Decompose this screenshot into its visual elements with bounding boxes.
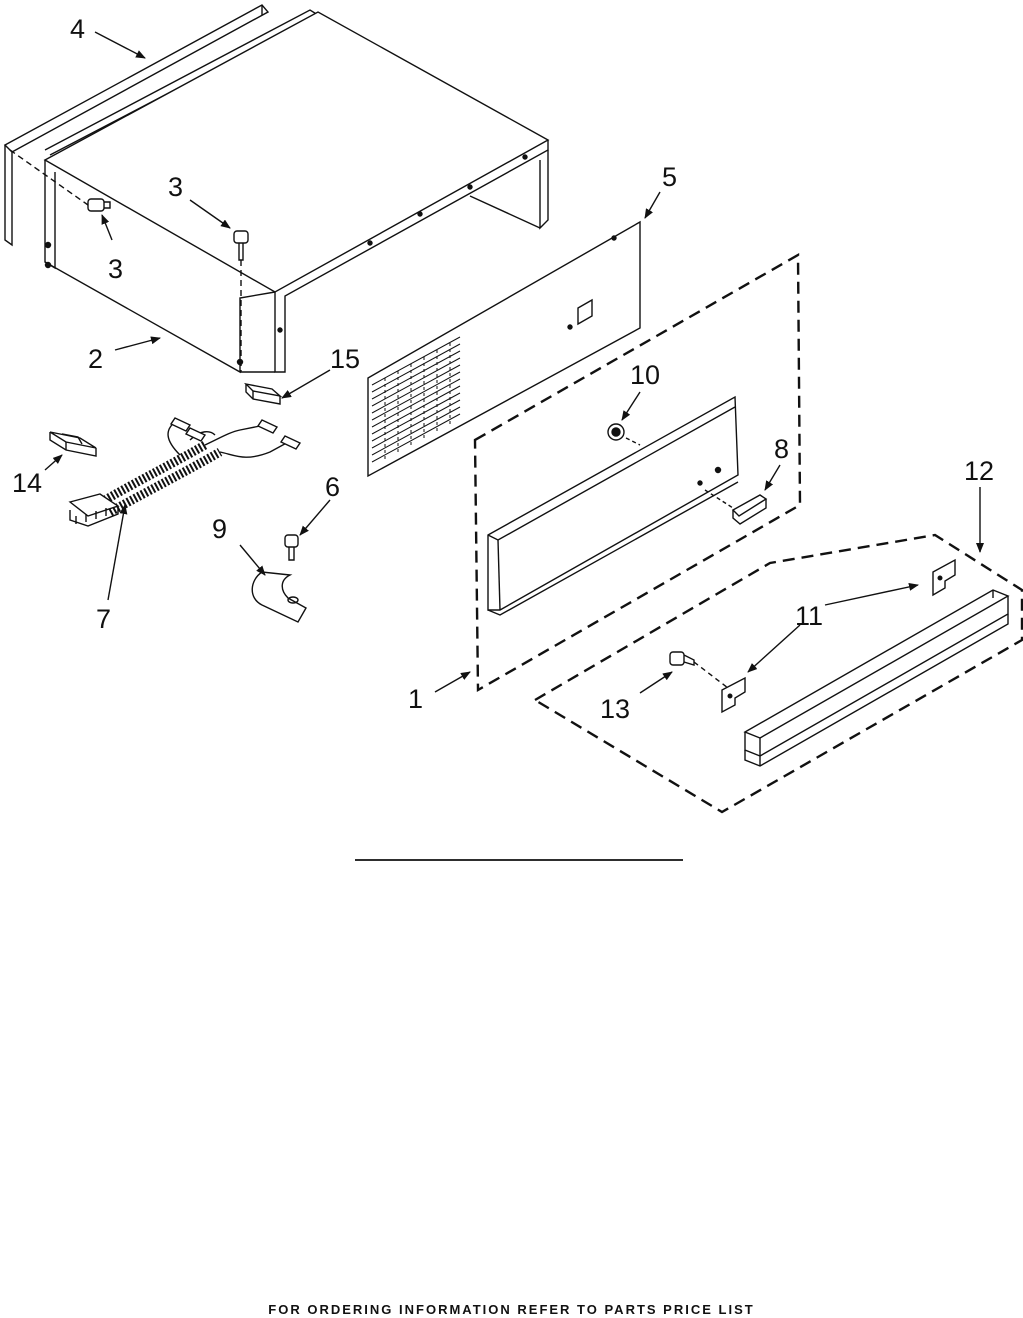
part-8-trim (704, 489, 768, 525)
callout-3-top: 3 (168, 172, 183, 202)
part-11-bracket-lower (721, 676, 746, 714)
part-6-screw (284, 534, 299, 561)
part-11-bracket-upper (932, 558, 956, 597)
part-2-cabinet-housing (43, 11, 550, 374)
callout-4: 4 (70, 14, 85, 44)
part-13-screw (669, 651, 729, 689)
part-15-terminal-block (243, 382, 283, 405)
callout-9: 9 (212, 514, 227, 544)
part-3-screw-top (233, 230, 249, 372)
callout-2: 2 (88, 344, 103, 374)
part-3-screw-side (9, 149, 111, 212)
part-10-knob (607, 423, 641, 446)
callout-1: 1 (408, 684, 423, 714)
part-12-kickplate-outline (532, 533, 1023, 814)
footer-note: FOR ORDERING INFORMATION REFER TO PARTS … (268, 1302, 755, 1317)
front-access-panel (487, 395, 739, 616)
part-7-wire-harness (68, 417, 302, 527)
callout-10: 10 (630, 360, 660, 390)
callout-3-side: 3 (108, 254, 123, 284)
callout-11: 11 (795, 601, 823, 631)
callout-7: 7 (96, 604, 111, 634)
part-5-grille-panel (367, 220, 641, 478)
callout-8: 8 (774, 434, 789, 464)
callout-14: 14 (12, 468, 42, 498)
part-14-connector (49, 431, 97, 457)
callout-12: 12 (964, 456, 994, 486)
part-1-assembly-outline (473, 252, 802, 693)
part-9-clamp (251, 571, 307, 623)
callout-5: 5 (662, 162, 677, 192)
callout-15: 15 (330, 344, 360, 374)
kickplate-bar (743, 589, 1010, 767)
leader-arrows (44, 31, 984, 694)
callout-6: 6 (325, 472, 340, 502)
callout-13: 13 (600, 694, 630, 724)
